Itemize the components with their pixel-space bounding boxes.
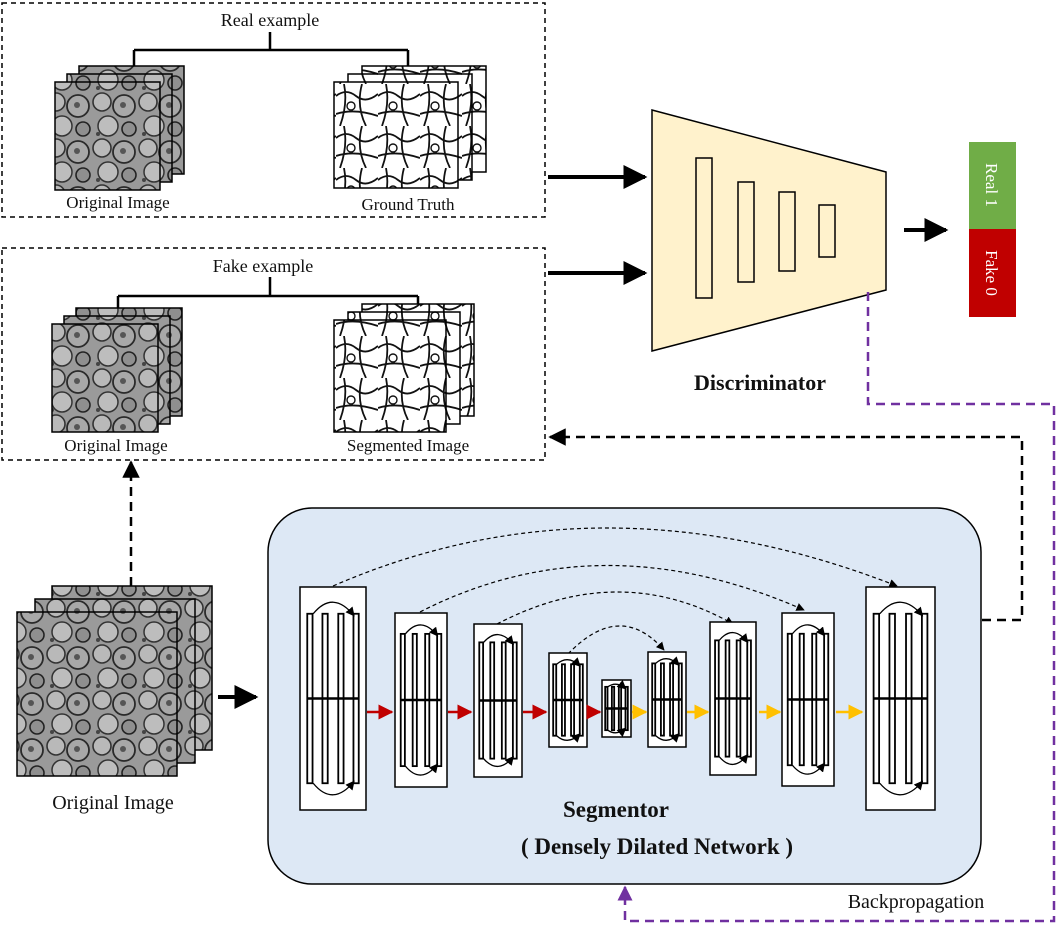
segmented-image-caption: Segmented Image	[347, 436, 469, 455]
segmentor-subtitle: ( Densely Dilated Network )	[521, 834, 793, 859]
discriminator: Discriminator	[651, 109, 887, 395]
output-fake-box: Fake 0	[969, 229, 1016, 317]
real-original-caption: Original Image	[66, 193, 169, 212]
dense-block-9	[865, 586, 936, 811]
input-image-stack	[16, 585, 213, 777]
dense-block-4	[548, 652, 588, 748]
segmentor: Segmentor ( Densely Dilated Network )	[267, 507, 982, 885]
dense-block-5	[601, 679, 632, 738]
dense-block-3	[473, 623, 523, 778]
fake-original-stack	[51, 307, 183, 433]
real-example-title: Real example	[221, 10, 319, 30]
dense-block-6	[647, 651, 687, 748]
dense-block-7	[709, 621, 757, 776]
segmented-image-stack	[333, 303, 475, 433]
discriminator-label: Discriminator	[694, 370, 826, 395]
fake-example-title: Fake example	[213, 256, 313, 276]
output-real-label: Real 1	[982, 163, 1001, 207]
dense-blocks	[299, 586, 936, 811]
skip-connections	[332, 527, 898, 655]
input-image-caption: Original Image	[52, 792, 174, 814]
ground-truth-stack	[333, 65, 487, 189]
fake-example-panel: Fake example Original Image Segmented Im…	[1, 247, 546, 461]
backpropagation-path	[617, 292, 1056, 923]
real-original-stack	[54, 65, 185, 191]
dense-block-8	[781, 612, 835, 787]
output-fake-label: Fake 0	[982, 250, 1001, 296]
real-example-panel: Real example Original Image Ground Truth	[1, 2, 546, 218]
output-real-box: Real 1	[969, 142, 1016, 229]
dense-block-2	[394, 612, 448, 788]
segmentor-title: Segmentor	[563, 797, 669, 822]
dense-block-1	[299, 586, 367, 811]
segmentor-output-arrow	[548, 428, 1024, 622]
ground-truth-caption: Ground Truth	[361, 195, 455, 214]
fake-original-caption: Original Image	[64, 436, 167, 455]
backpropagation-label: Backpropagation	[848, 891, 985, 913]
